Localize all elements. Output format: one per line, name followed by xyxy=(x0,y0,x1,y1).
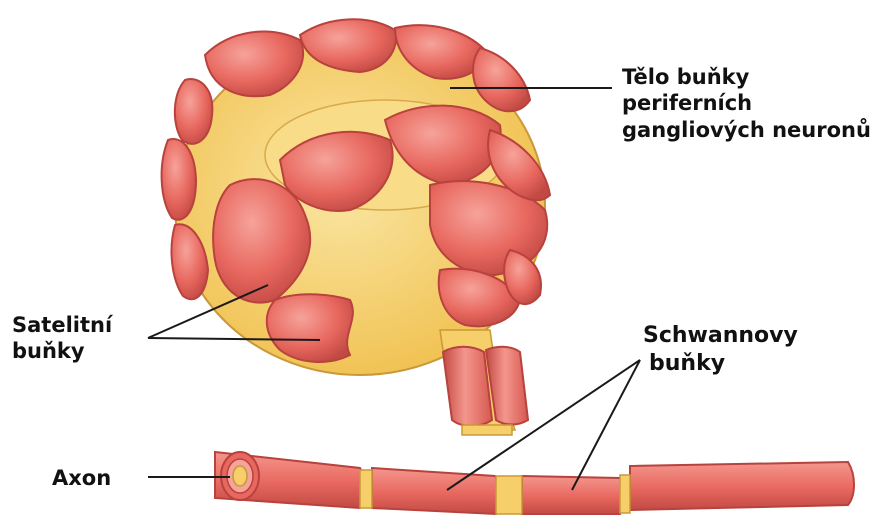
label-schwann-cells: Schwannovy buňky xyxy=(643,322,798,377)
schwann-cell xyxy=(630,462,854,510)
label-satellite-cells: Satelitní buňky xyxy=(12,312,112,365)
satellite-cell xyxy=(175,79,213,144)
label-cell-body: Tělo buňky periferních gangliových neuro… xyxy=(622,64,871,143)
schwann-cell xyxy=(443,347,492,426)
schwann-cell xyxy=(522,476,624,514)
label-axon: Axon xyxy=(52,465,111,491)
schwann-cell xyxy=(372,468,501,514)
